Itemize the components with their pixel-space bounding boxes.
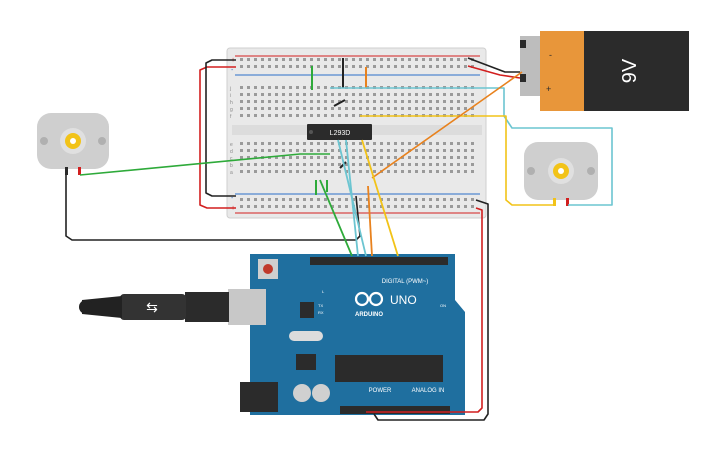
bottom-terminal-strip — [238, 140, 476, 175]
wire-green[interactable] — [319, 179, 353, 257]
rx-led-label: RX — [318, 310, 324, 315]
wire-yellow[interactable] — [361, 139, 399, 257]
rail-minus-label: - — [231, 195, 234, 202]
wires — [65, 57, 613, 421]
usb-plug-icon: ⇆ — [79, 289, 266, 325]
capacitor — [312, 384, 330, 402]
wire-red[interactable] — [366, 207, 483, 413]
wire-black[interactable] — [467, 57, 520, 73]
wire-green[interactable] — [79, 153, 330, 176]
wire-red[interactable] — [199, 66, 236, 209]
wire-cyan[interactable] — [345, 139, 359, 257]
row-letter: g — [230, 107, 233, 113]
motor-left[interactable] — [37, 113, 109, 175]
digital-header — [310, 257, 448, 265]
top-terminal-strip — [238, 84, 476, 119]
battery-plus-label: + — [546, 84, 551, 94]
arduino-uno-board[interactable]: ⇆ DIGITAL (PWM~) POWER ANALOG IN ON L TX… — [79, 254, 465, 415]
row-letter: d — [230, 149, 233, 155]
row-letter: e — [230, 142, 233, 148]
row-letter: h — [230, 100, 233, 106]
wire-cyan[interactable] — [330, 87, 613, 206]
row-letter: j — [229, 86, 231, 92]
wire-black[interactable] — [205, 59, 236, 197]
svg-text:⇆: ⇆ — [146, 299, 158, 315]
dc-motor-icon — [553, 163, 569, 179]
l293d-chip[interactable]: L293D — [307, 124, 372, 140]
capacitor — [293, 384, 311, 402]
wire-black[interactable] — [373, 199, 489, 421]
tx-led-label: TX — [318, 303, 323, 308]
wire-black[interactable] — [339, 161, 347, 169]
arduino-brand: ARDUINO — [355, 312, 383, 318]
power-label: POWER — [369, 388, 392, 394]
row-letter: a — [230, 170, 233, 176]
battery-9v[interactable]: - + 9V — [520, 31, 689, 111]
battery-voltage-label: 9V — [619, 58, 641, 83]
usb-chip — [300, 302, 314, 318]
regulator — [296, 354, 316, 370]
digital-label: DIGITAL (PWM~) — [382, 279, 429, 285]
top-power-rail — [238, 58, 476, 72]
wire-orange[interactable] — [367, 185, 373, 257]
power-jack — [240, 382, 278, 412]
row-letter: c — [230, 156, 233, 162]
dc-motor-icon — [65, 133, 81, 149]
motor-right[interactable] — [524, 142, 598, 206]
wire-yellow[interactable] — [360, 115, 554, 206]
reset-button-cap — [263, 264, 273, 274]
analog-label: ANALOG IN — [412, 388, 445, 394]
crystal — [289, 331, 323, 341]
row-letter: i — [230, 93, 231, 99]
atmega-chip — [335, 355, 443, 382]
l-led-label: L — [322, 289, 325, 294]
wire-black[interactable] — [333, 99, 346, 107]
power-analog-header — [340, 406, 450, 414]
row-letter: b — [230, 163, 233, 169]
wire-orange[interactable] — [371, 71, 523, 179]
rail-minus-label: - — [231, 67, 234, 74]
row-letter: f — [230, 114, 232, 120]
on-label: ON — [440, 303, 446, 308]
arduino-logo: ARDUINO UNO — [354, 291, 417, 318]
wire-red[interactable] — [467, 65, 521, 79]
chip-label: L293D — [330, 130, 351, 137]
battery-minus-label: - — [549, 50, 552, 60]
arduino-model: UNO — [390, 293, 417, 307]
